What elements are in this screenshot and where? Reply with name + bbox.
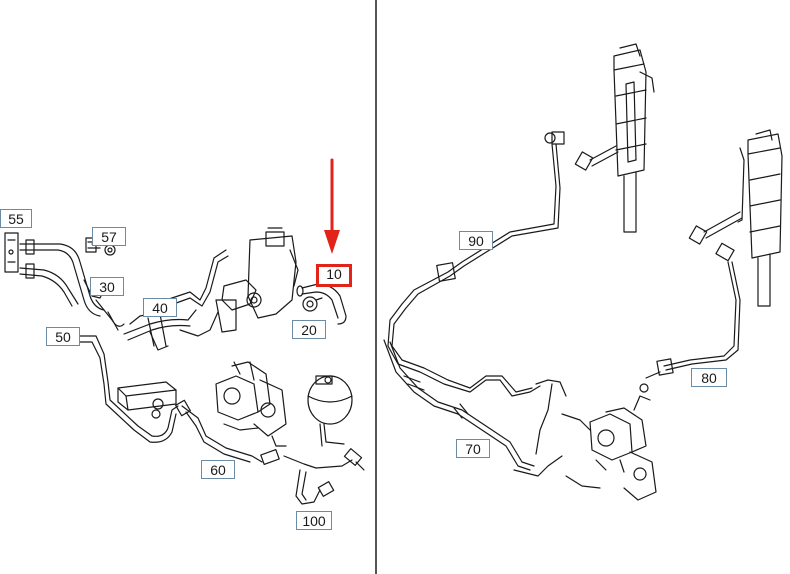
- strut-fitting-2: [688, 211, 743, 262]
- pressure-line-60: [175, 399, 280, 466]
- strut-fitting-1: [544, 131, 619, 171]
- pressure-line-70: [383, 339, 601, 489]
- callout-10-highlighted[interactable]: 10: [316, 264, 352, 287]
- valve-block: [117, 381, 177, 419]
- suspension-strut-right: [737, 129, 783, 307]
- callout-40[interactable]: 40: [143, 298, 177, 317]
- accumulator: [307, 375, 353, 447]
- callout-30[interactable]: 30: [90, 277, 124, 296]
- reservoir-hose: [296, 283, 347, 325]
- right-valve-assembly: [589, 395, 657, 501]
- pressure-line-80: [639, 261, 741, 393]
- fluid-reservoir: [215, 227, 299, 333]
- callout-80[interactable]: 80: [691, 368, 727, 387]
- hose-clamp: [302, 296, 323, 312]
- callout-100[interactable]: 100: [296, 511, 332, 530]
- highlight-arrow: [324, 158, 340, 254]
- callout-60[interactable]: 60: [201, 460, 235, 479]
- pressure-line-50: [63, 335, 179, 443]
- callout-20[interactable]: 20: [292, 320, 326, 339]
- callout-90[interactable]: 90: [459, 231, 493, 250]
- valve-assembly: [215, 361, 287, 447]
- callout-50[interactable]: 50: [46, 327, 80, 346]
- hose-assembly-40: [123, 249, 229, 351]
- mounting-bracket: [4, 232, 19, 273]
- pressure-line-90: [387, 143, 561, 347]
- callout-57[interactable]: 57: [92, 227, 126, 246]
- callout-70[interactable]: 70: [456, 439, 490, 458]
- pressure-line-100: [283, 448, 365, 505]
- callout-55[interactable]: 55: [0, 209, 32, 228]
- suspension-strut-left: [613, 43, 655, 233]
